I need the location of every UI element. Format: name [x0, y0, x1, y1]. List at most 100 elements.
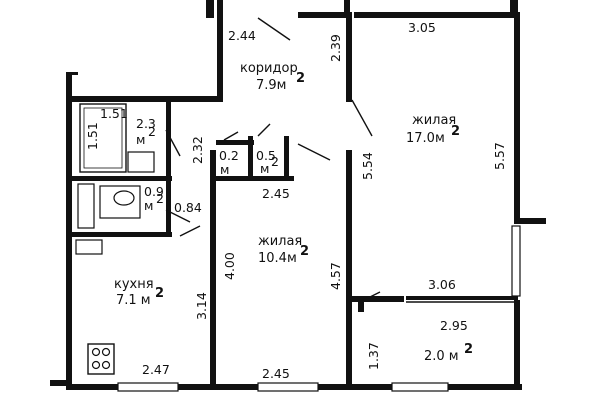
wall-wc-kitchen — [72, 232, 172, 237]
wall-closet1-top — [216, 140, 254, 145]
dim-wc-unit: м — [144, 198, 153, 213]
wall-bath-wc — [72, 176, 172, 181]
fixtures — [75, 103, 155, 375]
toilet-bowl — [113, 190, 135, 206]
dim-closet2-area: 0.5 — [256, 148, 276, 163]
dim-room10-left: 4.00 — [222, 252, 237, 280]
balcony-sq: 2 — [464, 342, 473, 357]
room-corridor-sq: 2 — [296, 71, 305, 86]
wall-left-cap — [66, 72, 78, 75]
bathtub-inner — [83, 107, 123, 169]
window-room10 — [257, 382, 319, 392]
window-room17 — [511, 225, 521, 297]
dim-closet1: 0.2 — [219, 148, 239, 163]
wall-outer-left — [66, 72, 72, 390]
dim-balcony-top: 2.95 — [440, 318, 468, 333]
window-kitchen — [117, 382, 179, 392]
dim-wc-sq: 2 — [156, 191, 164, 206]
wall-closet2-right — [284, 136, 289, 176]
doors — [165, 17, 381, 301]
window-balcony — [391, 382, 449, 392]
stove-burner-3 — [91, 360, 101, 370]
wall-right-step — [514, 218, 546, 224]
wall-closet-bottom — [216, 176, 294, 181]
wall-room17-bottom-left — [352, 296, 404, 302]
dim-corridor-side: 2.39 — [328, 34, 343, 62]
kitchen-sink — [75, 239, 103, 255]
dim-room17-bottom: 3.06 — [428, 277, 456, 292]
wall-closet-divider — [248, 136, 253, 176]
dim-bath-sq: 2 — [148, 124, 156, 139]
room17-name: жилая — [412, 113, 456, 128]
dim-bath-top: 1.51 — [100, 106, 128, 121]
dim-room10-top: 2.45 — [262, 186, 290, 201]
sink-bath — [127, 151, 155, 173]
kitchen-sq: 2 — [155, 286, 164, 301]
wc-sink — [77, 183, 95, 229]
kitchen-area: 7.1 м — [116, 293, 151, 308]
stove-burner-4 — [101, 360, 111, 370]
wall-top-right — [354, 12, 516, 18]
dim-room17-left: 5.54 — [360, 152, 375, 180]
room17-sq: 2 — [451, 124, 460, 139]
stove — [87, 343, 115, 375]
room-corridor-name: коридор — [240, 61, 298, 76]
room10-sq: 2 — [300, 244, 309, 259]
wall-top-right-post — [510, 0, 518, 18]
door-room17 — [351, 99, 373, 137]
dim-kitchen-bottom: 2.47 — [142, 362, 170, 377]
dim-bath-unit: м — [136, 132, 145, 147]
wall-corridor-room17 — [346, 12, 352, 102]
dim-kitchen-side: 3.14 — [194, 292, 209, 320]
wall-balcony-post — [358, 300, 364, 312]
dim-room10-right: 4.57 — [328, 262, 343, 290]
door-bath — [165, 129, 181, 157]
windows — [117, 225, 521, 392]
wall-top-post — [344, 0, 350, 18]
stove-burner-1 — [91, 347, 101, 357]
wall-room-balcony — [346, 150, 352, 384]
dim-wc-side: 2.32 — [190, 136, 205, 164]
balcony-area: 2.0 м — [424, 349, 459, 364]
walls — [50, 0, 546, 390]
dim-room10-bottom: 2.45 — [262, 366, 290, 381]
room10-name: жилая — [258, 234, 302, 249]
bathtub — [79, 103, 127, 173]
room-corridor-area: 7.9м — [256, 78, 286, 93]
wall-bottom-left-stub — [50, 380, 70, 386]
door-balcony — [363, 291, 381, 301]
door-room10 — [297, 143, 331, 161]
wall-top-middle — [298, 12, 346, 18]
dim-kitchen-door: 0.84 — [174, 200, 202, 215]
dim-closet1-unit: м — [220, 162, 229, 177]
room17-area: 17.0м — [406, 131, 445, 146]
door-closet1 — [223, 131, 239, 141]
stove-burner-2 — [101, 347, 111, 357]
door-entrance — [257, 17, 291, 41]
dim-room17-right: 5.57 — [492, 142, 507, 170]
dim-room17-top: 3.05 — [408, 20, 436, 35]
wall-outer-right-lower — [514, 300, 520, 390]
room-labels: коридор 7.9м 2 жилая 17.0м 2 жилая 10.4м… — [114, 61, 473, 364]
wall-bath-top — [70, 96, 223, 102]
dimension-labels: 2.44 2.39 3.05 1.51 1.51 2.3 м 2 2.32 0.… — [85, 20, 507, 381]
wall-bath-right — [166, 102, 171, 232]
wall-outer-right-upper — [514, 12, 520, 222]
door-kitchen — [179, 225, 201, 237]
dim-corridor-top: 2.44 — [228, 28, 256, 43]
wall-kitchen-room — [210, 150, 216, 384]
toilet-box — [99, 185, 141, 219]
wall-room17-bottom-right — [406, 296, 518, 300]
dim-balcony-side: 1.37 — [366, 342, 381, 370]
room10-area: 10.4м — [258, 251, 297, 266]
dim-bath-side: 1.51 — [85, 122, 100, 150]
kitchen-name: кухня — [114, 277, 154, 292]
door-wc — [165, 209, 191, 223]
wall-corridor-left — [217, 0, 223, 100]
dim-closet2-sq: 2 — [271, 154, 279, 169]
wall-top-left-stub — [206, 0, 214, 18]
dim-closet2-unit: м — [260, 161, 269, 176]
door-closet2 — [257, 123, 271, 137]
